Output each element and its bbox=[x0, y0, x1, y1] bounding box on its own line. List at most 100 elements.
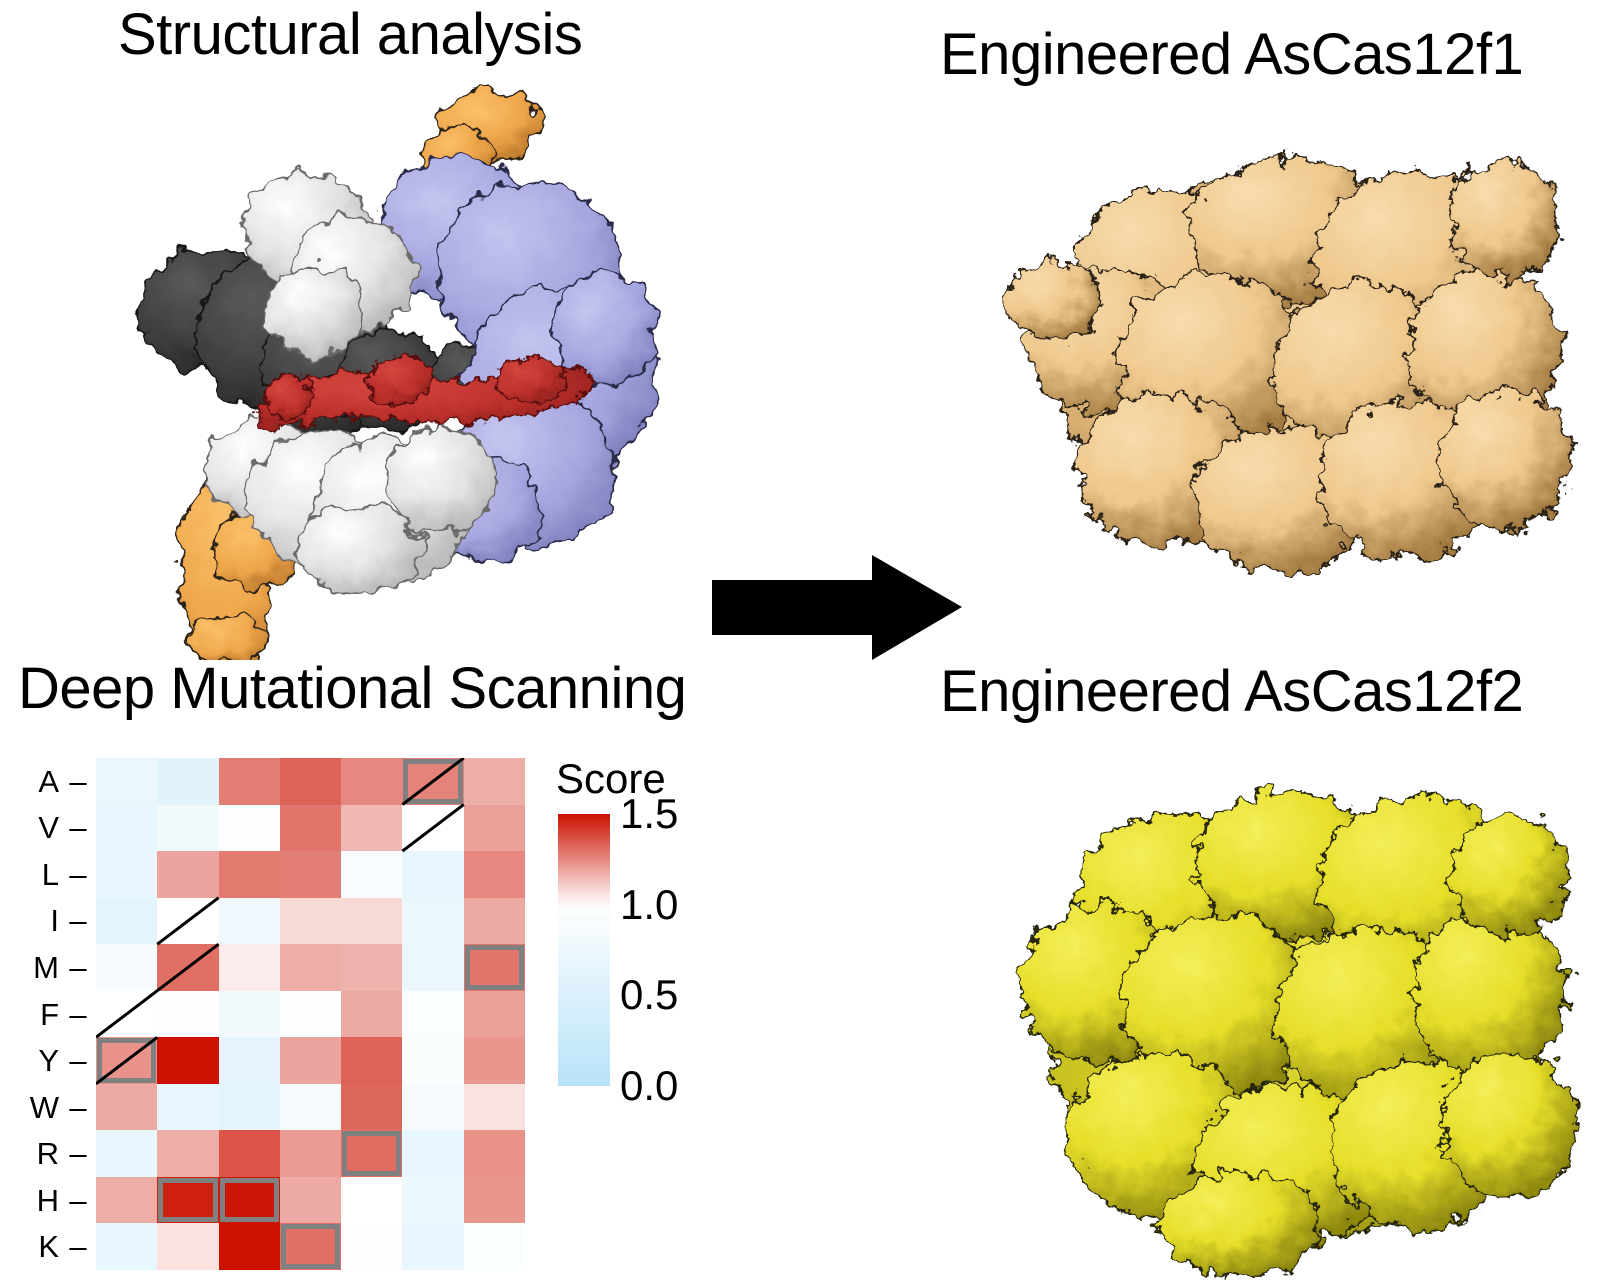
heatmap-cell-y-1[interactable] bbox=[96, 1037, 158, 1084]
heatmap-row-label-l: L– bbox=[41, 856, 87, 892]
heatmap-cell-i-5[interactable] bbox=[341, 897, 403, 945]
heatmap-cell-m-6[interactable] bbox=[402, 944, 464, 991]
heatmap-cell-i-3[interactable] bbox=[218, 897, 280, 945]
heatmap-cell-v-5[interactable] bbox=[341, 804, 403, 852]
heatmap-cell-r-7[interactable] bbox=[463, 1130, 525, 1177]
heatmap-cell-v-4[interactable] bbox=[279, 804, 342, 852]
heatmap-cell-l-7[interactable] bbox=[463, 851, 525, 898]
heatmap-cell-a-1[interactable] bbox=[96, 758, 158, 805]
heatmap-cell-y-3[interactable] bbox=[218, 1037, 280, 1084]
heatmap-cell-h-6[interactable] bbox=[402, 1176, 464, 1224]
heatmap-cell-f-7[interactable] bbox=[463, 990, 525, 1038]
heatmap-cell-m-5[interactable] bbox=[341, 944, 403, 991]
heatmap-cell-f-1[interactable] bbox=[96, 990, 158, 1038]
heatmap-grid[interactable] bbox=[96, 758, 525, 1270]
heatmap-cell-a-6[interactable] bbox=[402, 758, 464, 805]
heatmap-cell-i-1[interactable] bbox=[96, 897, 158, 945]
page-title-engineered-ascas12f2: Engineered AsCas12f2 bbox=[940, 659, 1524, 724]
heatmap-cell-k-7[interactable] bbox=[463, 1223, 525, 1270]
colorbar-tick-1-0: 1.0 bbox=[620, 880, 679, 928]
heatmap-cell-h-5[interactable] bbox=[341, 1176, 403, 1224]
heatmap-cell-a-4[interactable] bbox=[279, 758, 342, 805]
heatmap-cell-m-1[interactable] bbox=[96, 944, 158, 991]
heatmap-cell-y-4[interactable] bbox=[279, 1037, 342, 1084]
heatmap-row-label-f: F– bbox=[40, 996, 87, 1032]
heatmap-row-label-a: A– bbox=[38, 763, 87, 799]
heatmap-cell-h-2[interactable] bbox=[157, 1176, 219, 1224]
heatmap-cell-f-5[interactable] bbox=[341, 990, 403, 1038]
heatmap-cell-w-7[interactable] bbox=[463, 1083, 525, 1131]
heatmap-cell-v-2[interactable] bbox=[157, 804, 219, 852]
heatmap-cell-l-2[interactable] bbox=[157, 851, 219, 898]
heatmap-cell-l-6[interactable] bbox=[402, 851, 464, 898]
heatmap-cell-h-1[interactable] bbox=[96, 1176, 158, 1224]
heatmap-cell-a-3[interactable] bbox=[218, 758, 280, 805]
heatmap-row-label-w: W– bbox=[29, 1089, 87, 1125]
engineered-ascas12f2-map bbox=[990, 745, 1590, 1285]
heatmap-cell-k-6[interactable] bbox=[402, 1223, 464, 1270]
heatmap-cell-v-7[interactable] bbox=[463, 804, 525, 852]
heatmap-cell-y-5[interactable] bbox=[341, 1037, 403, 1084]
heatmap-cell-k-4[interactable] bbox=[279, 1223, 342, 1270]
heatmap-cell-f-2[interactable] bbox=[157, 990, 219, 1038]
engineered-ascas12f1-map bbox=[985, 110, 1585, 580]
heatmap-cell-m-3[interactable] bbox=[218, 944, 280, 991]
heatmap-cell-y-2[interactable] bbox=[157, 1037, 219, 1084]
heatmap-cell-k-3[interactable] bbox=[218, 1223, 280, 1270]
heatmap-cell-w-6[interactable] bbox=[402, 1083, 464, 1131]
heatmap-cell-k-5[interactable] bbox=[341, 1223, 403, 1270]
heatmap-cell-k-1[interactable] bbox=[96, 1223, 158, 1270]
page-title-deep-mutational-scanning: Deep Mutational Scanning bbox=[18, 656, 687, 721]
heatmap-cell-l-1[interactable] bbox=[96, 851, 158, 898]
heatmap-row-label-r: R– bbox=[36, 1136, 87, 1172]
heatmap-cell-r-5[interactable] bbox=[341, 1130, 403, 1177]
colorbar-tick-0-0: 0.0 bbox=[620, 1062, 679, 1109]
colorbar-gradient bbox=[558, 814, 610, 1086]
heatmap-cell-l-5[interactable] bbox=[341, 851, 403, 898]
heatmap-cell-r-6[interactable] bbox=[402, 1130, 464, 1177]
heatmap-row-label-v: V– bbox=[38, 810, 87, 846]
heatmap-cell-v-3[interactable] bbox=[218, 804, 280, 852]
heatmap-cell-f-3[interactable] bbox=[218, 990, 280, 1038]
heatmap-cell-y-6[interactable] bbox=[402, 1037, 464, 1084]
colorbar-tick-labels: 1.5 1.0 0.5 0.0 bbox=[620, 793, 718, 1107]
colorbar-tick-1-5: 1.5 bbox=[620, 790, 679, 837]
heatmap-cell-l-3[interactable] bbox=[218, 851, 280, 898]
heatmap-cell-w-4[interactable] bbox=[279, 1083, 342, 1131]
heatmap-cell-a-7[interactable] bbox=[463, 758, 525, 805]
heatmap-cell-h-7[interactable] bbox=[463, 1176, 525, 1224]
heatmap-cell-v-6[interactable] bbox=[402, 804, 464, 852]
heatmap-cell-m-4[interactable] bbox=[279, 944, 342, 991]
heatmap-cell-w-2[interactable] bbox=[157, 1083, 219, 1131]
heatmap-cell-m-7[interactable] bbox=[463, 944, 525, 991]
heatmap-cell-m-2[interactable] bbox=[157, 944, 219, 991]
heatmap-cell-r-2[interactable] bbox=[157, 1130, 219, 1177]
heatmap-cell-a-5[interactable] bbox=[341, 758, 403, 805]
heatmap-cell-i-4[interactable] bbox=[279, 897, 342, 945]
heatmap-row-axis: A–V–L–I–M–F–Y–W–R–H–K– bbox=[0, 758, 92, 1270]
heatmap-cell-r-4[interactable] bbox=[279, 1130, 342, 1177]
colorbar-tick-0-5: 0.5 bbox=[620, 971, 679, 1019]
heatmap-cell-f-6[interactable] bbox=[402, 990, 464, 1038]
heatmap-row-label-y: Y– bbox=[38, 1043, 87, 1079]
process-arrow-icon bbox=[712, 545, 962, 670]
heatmap-cell-i-7[interactable] bbox=[463, 897, 525, 945]
heatmap-cell-a-2[interactable] bbox=[157, 758, 219, 805]
heatmap-cell-r-1[interactable] bbox=[96, 1130, 158, 1177]
heatmap-cell-i-6[interactable] bbox=[402, 897, 464, 945]
heatmap-cell-w-1[interactable] bbox=[96, 1083, 158, 1131]
heatmap-cell-r-3[interactable] bbox=[218, 1130, 280, 1177]
heatmap-cell-i-2[interactable] bbox=[157, 897, 219, 945]
heatmap-cell-k-2[interactable] bbox=[157, 1223, 219, 1270]
heatmap-cell-h-3[interactable] bbox=[218, 1176, 280, 1224]
heatmap-cell-y-7[interactable] bbox=[463, 1037, 525, 1084]
heatmap-cell-f-4[interactable] bbox=[279, 990, 342, 1038]
colorbar-title: Score bbox=[556, 755, 666, 802]
heatmap-row-label-k: K– bbox=[38, 1229, 87, 1265]
heatmap-cell-w-5[interactable] bbox=[341, 1083, 403, 1131]
heatmap-cell-h-4[interactable] bbox=[279, 1176, 342, 1224]
heatmap-cell-w-3[interactable] bbox=[218, 1083, 280, 1131]
heatmap-cell-l-4[interactable] bbox=[279, 851, 342, 898]
heatmap-cell-v-1[interactable] bbox=[96, 804, 158, 852]
